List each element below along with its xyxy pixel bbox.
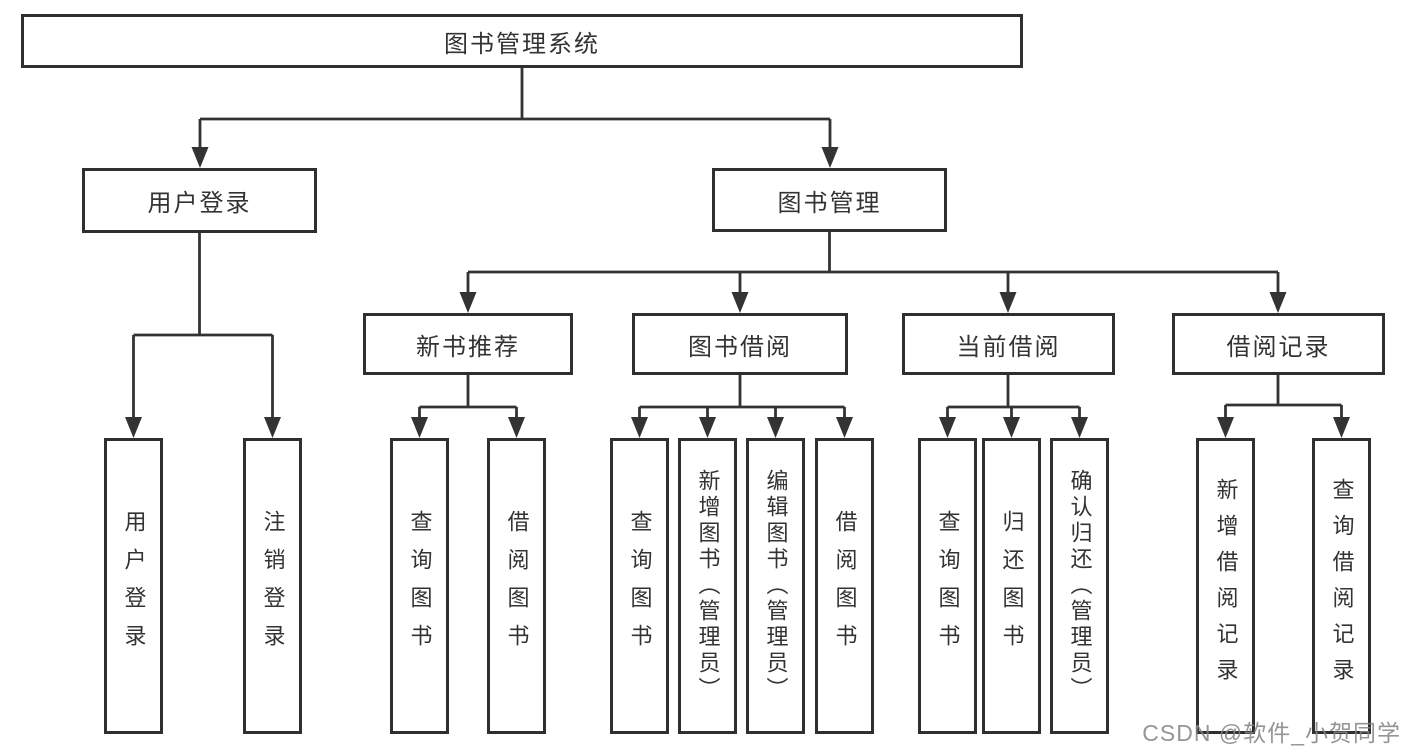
- leaf-borrow-books-label: 借阅图书: [832, 510, 858, 662]
- node-book-borrowing: 图书借阅: [632, 313, 848, 375]
- node-user-login-branch: 用户登录: [82, 168, 317, 233]
- edge-book-borrow: [638, 375, 846, 420]
- leaf-logout-label: 注销登录: [260, 510, 286, 662]
- leaf-query-borrow-record-label: 查询借阅记录: [1329, 478, 1355, 694]
- leaf-borrow-books-recommend-label: 借阅图书: [504, 510, 530, 662]
- edge-current-borrow: [946, 375, 1081, 420]
- leaf-borrow-books: 借阅图书: [815, 438, 874, 734]
- node-borrowing-records: 借阅记录: [1172, 313, 1385, 375]
- leaf-logout: 注销登录: [243, 438, 302, 734]
- node-book-management-branch: 图书管理: [712, 168, 947, 232]
- leaf-query-books-recommend-label: 查询图书: [407, 510, 433, 662]
- leaf-query-books-borrow: 查询图书: [610, 438, 669, 734]
- arrow-heads: [125, 147, 1350, 438]
- leaf-query-books-borrow-label: 查询图书: [627, 510, 653, 662]
- leaf-add-books-admin: 新增图书（管理员）: [678, 438, 737, 734]
- leaf-borrow-books-recommend: 借阅图书: [487, 438, 546, 734]
- leaf-return-books: 归还图书: [982, 438, 1041, 734]
- leaf-edit-books-admin-label: 编辑图书（管理员）: [763, 469, 789, 703]
- leaf-query-borrow-record: 查询借阅记录: [1312, 438, 1371, 734]
- leaf-add-borrow-record: 新增借阅记录: [1196, 438, 1255, 734]
- leaf-user-login: 用户登录: [104, 438, 163, 734]
- leaf-confirm-return-admin: 确认归还（管理员）: [1050, 438, 1109, 734]
- leaf-query-books-current: 查询图书: [918, 438, 977, 734]
- edge-borrow-records: [1224, 375, 1343, 420]
- leaf-query-books-recommend: 查询图书: [390, 438, 449, 734]
- tree-edges: [132, 68, 1343, 420]
- leaf-return-books-label: 归还图书: [999, 510, 1025, 662]
- leaf-add-borrow-record-label: 新增借阅记录: [1213, 478, 1239, 694]
- leaf-confirm-return-admin-label: 确认归还（管理员）: [1067, 469, 1093, 703]
- edge-user-login: [132, 233, 274, 420]
- node-current-borrowing: 当前借阅: [902, 313, 1115, 375]
- edge-new-book: [418, 375, 518, 420]
- node-library-management-system: 图书管理系统: [21, 14, 1023, 68]
- edge-book-management: [466, 232, 1280, 296]
- csdn-watermark: CSDN @软件_小贺同学: [1142, 720, 1401, 746]
- leaf-user-login-label: 用户登录: [121, 510, 147, 662]
- leaf-add-books-admin-label: 新增图书（管理员）: [695, 469, 721, 703]
- leaf-query-books-current-label: 查询图书: [935, 510, 961, 662]
- leaf-edit-books-admin: 编辑图书（管理员）: [746, 438, 805, 734]
- edge-root: [198, 68, 832, 152]
- node-new-book-recommendation: 新书推荐: [363, 313, 573, 375]
